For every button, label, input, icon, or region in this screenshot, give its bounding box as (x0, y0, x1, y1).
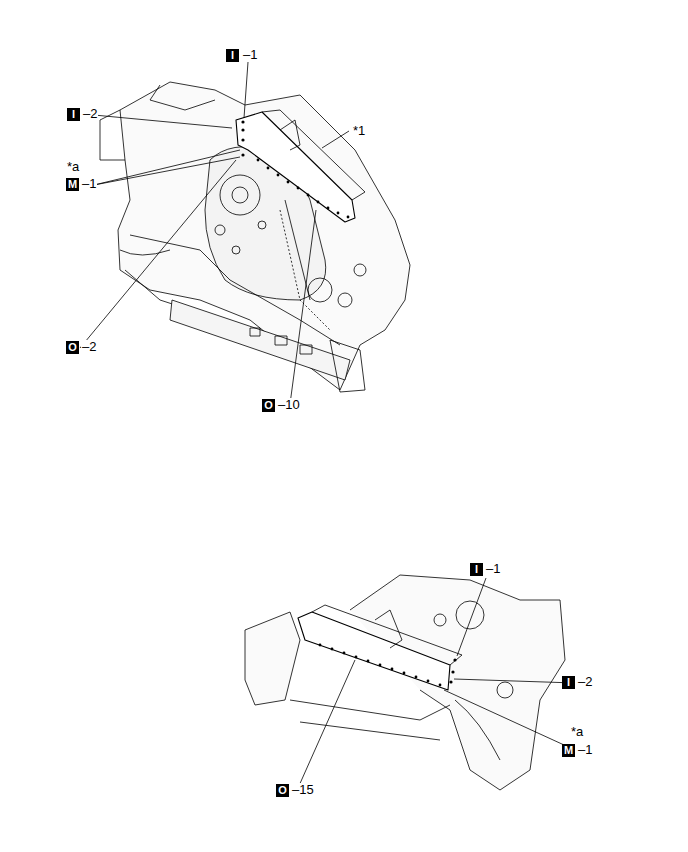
callout-number: –2 (82, 107, 98, 121)
operation-icon: I (562, 676, 575, 689)
icon-letter: I (567, 676, 570, 688)
operation-icon: I (67, 108, 80, 121)
operation-icon: O (262, 399, 275, 412)
callout-number: –1 (81, 177, 97, 191)
operation-icon: O (276, 784, 289, 797)
callout-number: *a (570, 725, 584, 739)
callout-number: –1 (242, 48, 258, 62)
callout-number: –1 (577, 743, 593, 757)
icon-letter: M (68, 178, 77, 190)
icon-letter: O (68, 341, 77, 353)
operation-icon: I (470, 563, 483, 576)
operation-icon: M (562, 744, 575, 757)
icon-letter: O (264, 399, 273, 411)
icon-letter: I (231, 49, 234, 61)
callout-number: –10 (277, 398, 301, 412)
callout-number: *1 (352, 124, 366, 138)
icon-letter: I (475, 563, 478, 575)
callout-number: –2 (81, 340, 97, 354)
operation-icon: M (66, 178, 79, 191)
callout-number: –2 (577, 675, 593, 689)
icon-letter: O (278, 784, 287, 796)
icon-letter: M (564, 744, 573, 756)
icon-letter: I (72, 108, 75, 120)
callout-number: –1 (485, 562, 501, 576)
operation-icon: O (66, 341, 79, 354)
callout-number: *a (66, 160, 80, 174)
operation-icon: I (226, 49, 239, 62)
callout-number: –15 (291, 783, 315, 797)
